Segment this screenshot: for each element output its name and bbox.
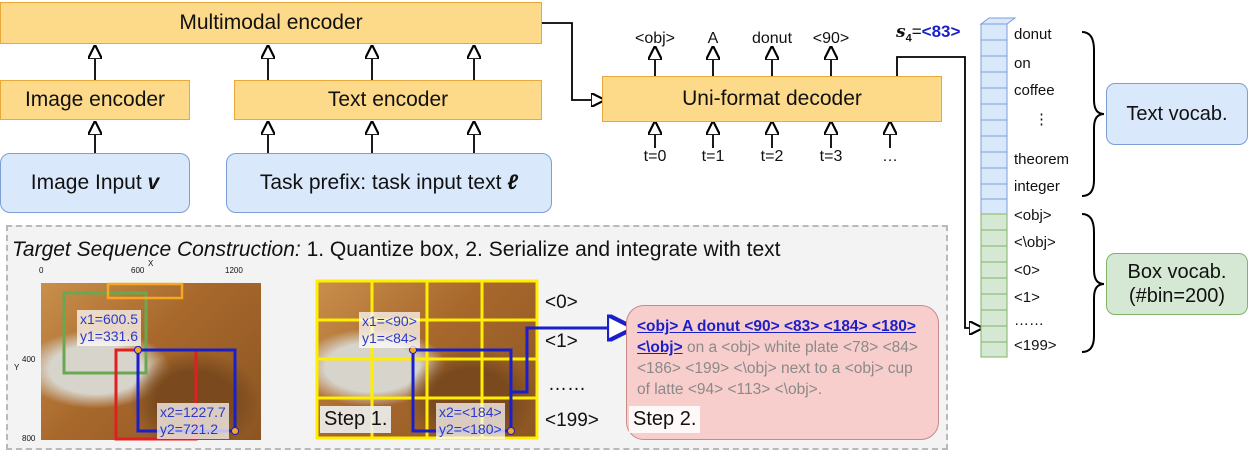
vocab-entry: integer (1014, 178, 1060, 195)
uni-format-decoder: Uni-format decoder (602, 76, 942, 122)
multimodal-encoder: Multimodal encoder (0, 2, 542, 44)
vocab-entry: donut (1014, 26, 1052, 43)
target-title: Target Sequence Construction: 1. Quantiz… (12, 238, 781, 261)
axis-label: X (148, 259, 154, 268)
box-vocab-brace (1081, 213, 1105, 353)
vocab-entry: <obj> (1014, 207, 1052, 224)
decoder-step-label: t=0 (643, 148, 667, 165)
axis-tick: 600 (131, 266, 145, 275)
sampled-token: s4=<83> (896, 22, 961, 45)
vocab-entry: <1> (1014, 289, 1040, 306)
image-input: Image Input v (0, 153, 190, 213)
quantized-top-left: x1=<90>y1=<84> (359, 312, 420, 348)
vocab-entry: ⋮ (1034, 111, 1049, 128)
vocab-column (979, 17, 1017, 358)
decoder-step-label: t=2 (760, 148, 784, 165)
quantized-bottom-right: x2=<184>y2=<180> (436, 403, 505, 439)
text-encoder: Text encoder (234, 80, 542, 120)
step2-label: Step 2. (629, 406, 701, 433)
vocab-entry: <\obj> (1014, 234, 1056, 251)
axis-tick: 1200 (225, 266, 243, 275)
bin-label: <1> (545, 331, 578, 352)
vocab-entry: …… (1014, 312, 1044, 329)
step1-label: Step 1. (320, 406, 392, 433)
decoder-output-token: <obj> (634, 30, 676, 47)
axis-tick: 0 (39, 266, 44, 275)
vocab-entry: coffee (1014, 82, 1055, 99)
box-vocab-label: Box vocab. (#bin=200) (1106, 253, 1248, 315)
image-encoder: Image encoder (0, 80, 190, 120)
bin-label: <199> (545, 410, 599, 431)
decoder-output-token: donut (751, 30, 793, 47)
bin-label: <0> (545, 292, 578, 313)
decoder-step-label: … (882, 148, 898, 165)
decoder-step-label: t=3 (819, 148, 843, 165)
decoder-step-label: t=1 (701, 148, 725, 165)
decoder-output-token: A (707, 30, 719, 47)
vocab-entry: theorem (1014, 151, 1070, 168)
axis-label: Y (14, 363, 20, 372)
vocab-entry: on (1014, 55, 1031, 72)
decoder-output-token: <90> (812, 30, 850, 47)
axis-tick: 800 (22, 434, 36, 443)
text-vocab-brace (1081, 31, 1105, 197)
axis-tick: 400 (22, 355, 36, 364)
vocab-entry: <0> (1014, 262, 1040, 279)
task-prefix-input: Task prefix: task input text ℓ (226, 153, 552, 213)
text-vocab-label: Text vocab. (1106, 83, 1248, 145)
vocab-entry: <199> (1014, 337, 1057, 354)
bin-label: …… (548, 374, 586, 395)
